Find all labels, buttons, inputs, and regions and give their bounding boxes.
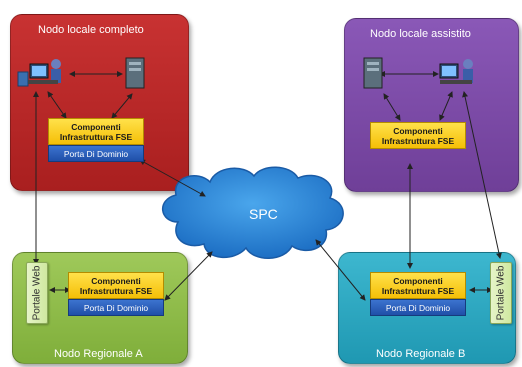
componenti-infrastruttura-fse: Componenti Infrastruttura FSE <box>68 272 164 299</box>
title-nodo-locale-completo: Nodo locale completo <box>38 24 144 36</box>
porta-di-dominio: Porta Di Dominio <box>370 299 466 316</box>
link-ws-comp-red <box>47 91 67 119</box>
portale-web-green: Portale Web <box>26 262 48 324</box>
workstation-icon <box>17 59 61 87</box>
componenti-infrastruttura-fse: Componenti Infrastruttura FSE <box>48 118 144 145</box>
porta-di-dominio: Porta Di Dominio <box>68 299 164 316</box>
title-nodo-regionale-b: Nodo Regionale B <box>376 348 466 360</box>
title-nodo-locale-assistito: Nodo locale assistito <box>370 28 471 40</box>
link-srv-comp-red <box>111 93 133 119</box>
portale-web-teal: Portale Web <box>490 262 512 324</box>
link-green-cloud <box>164 251 213 301</box>
server-icon <box>363 57 383 89</box>
link-cloud-teal <box>315 239 366 301</box>
portale-web-label: Portale Web <box>495 265 507 321</box>
component-stack-teal: Componenti Infrastruttura FSE Porta Di D… <box>370 272 466 316</box>
component-stack-red: Componenti Infrastruttura FSE Porta Di D… <box>48 118 144 162</box>
link-purple-portale <box>462 91 502 259</box>
porta-di-dominio: Porta Di Dominio <box>48 145 144 162</box>
spc-label: SPC <box>249 206 278 222</box>
title-nodo-regionale-a: Nodo Regionale A <box>54 348 143 360</box>
component-stack-purple: Componenti Infrastruttura FSE Porta Di D… <box>370 122 466 149</box>
workstation-icon <box>439 59 473 84</box>
server-icon <box>125 57 145 89</box>
componenti-infrastruttura-fse: Componenti Infrastruttura FSE <box>370 272 466 299</box>
link-ws-comp-purple <box>439 91 453 121</box>
component-stack-green: Componenti Infrastruttura FSE Porta Di D… <box>68 272 164 316</box>
componenti-infrastruttura-fse: Componenti Infrastruttura FSE <box>370 122 466 149</box>
link-red-cloud <box>139 159 206 197</box>
link-srv-comp-purple <box>383 93 401 121</box>
portale-web-label: Portale Web <box>31 265 43 321</box>
